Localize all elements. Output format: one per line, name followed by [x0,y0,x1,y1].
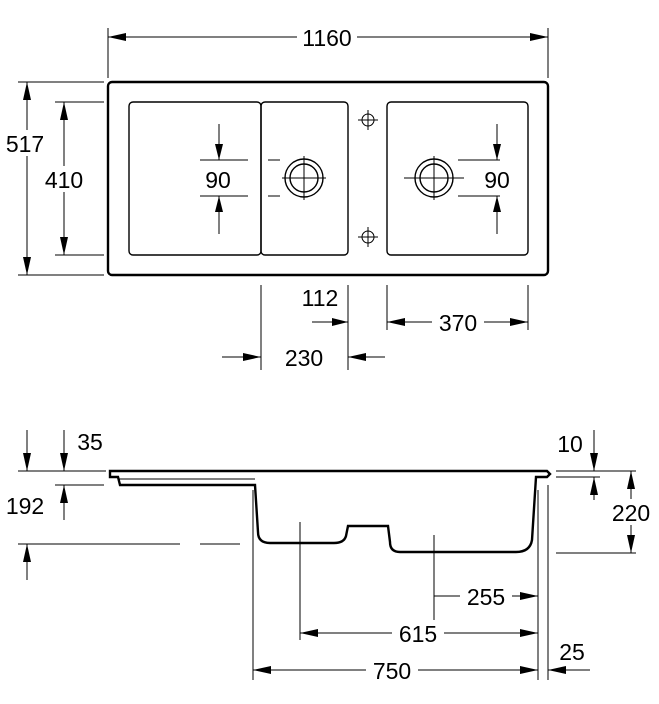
dim-35-label: 35 [77,429,103,455]
small-bowl-drain-icon [268,156,326,200]
tap-hole-top-icon [358,110,378,130]
dim-255-label: 255 [467,584,505,610]
dim-410-label: 410 [45,167,83,193]
dim-drain-to-edge: 255 [434,583,538,610]
dim-192-label: 192 [6,493,44,519]
sink-profile [108,469,552,554]
dim-220-label: 220 [612,500,650,526]
dim-left-drain-offset: 90 [198,124,248,234]
dim-90-right-label: 90 [484,167,510,193]
dim-right-drain-offset: 90 [478,124,518,234]
dim-drain-spacing-width: 615 [300,620,538,647]
main-bowl-drain-icon [404,156,500,200]
dim-bowl-depth: 410 [40,101,104,256]
dim-rim-thickness: 10 [557,430,598,500]
dim-small-bowl-width: 230 [222,345,385,371]
dim-bowls-width: 750 [253,657,538,684]
tap-hole-bottom-icon [358,227,378,247]
small-bowl [260,101,349,256]
dim-25-label: 25 [559,639,585,665]
dim-615-label: 615 [399,621,437,647]
dim-side-bowl-depth: 220 [606,471,656,553]
dim-230-label: 230 [285,345,323,371]
dim-depth-to-drainer: 192 [6,493,44,580]
dim-main-bowl-width: 370 [387,309,528,336]
main-bowl [386,101,529,256]
dim-edge-offset: 25 [548,639,590,674]
dim-drainer-height: 35 [23,429,104,520]
dim-10-label: 10 [557,431,583,457]
dim-overall-depth: 517 [2,81,104,276]
drainer-area [128,101,262,256]
side-view: 35 192 10 220 [6,429,656,684]
dim-tap-spacing: 112 [302,285,348,326]
top-view: 1160 517 410 [2,24,550,371]
dim-90-left-label: 90 [205,167,231,193]
dim-overall-width: 1160 [107,24,549,78]
dim-1160-label: 1160 [302,25,351,51]
dim-750-label: 750 [373,658,411,684]
dim-517-label: 517 [6,131,44,157]
dim-112-label: 112 [302,285,339,311]
sink-outline [106,80,550,277]
dim-370-label: 370 [439,310,477,336]
